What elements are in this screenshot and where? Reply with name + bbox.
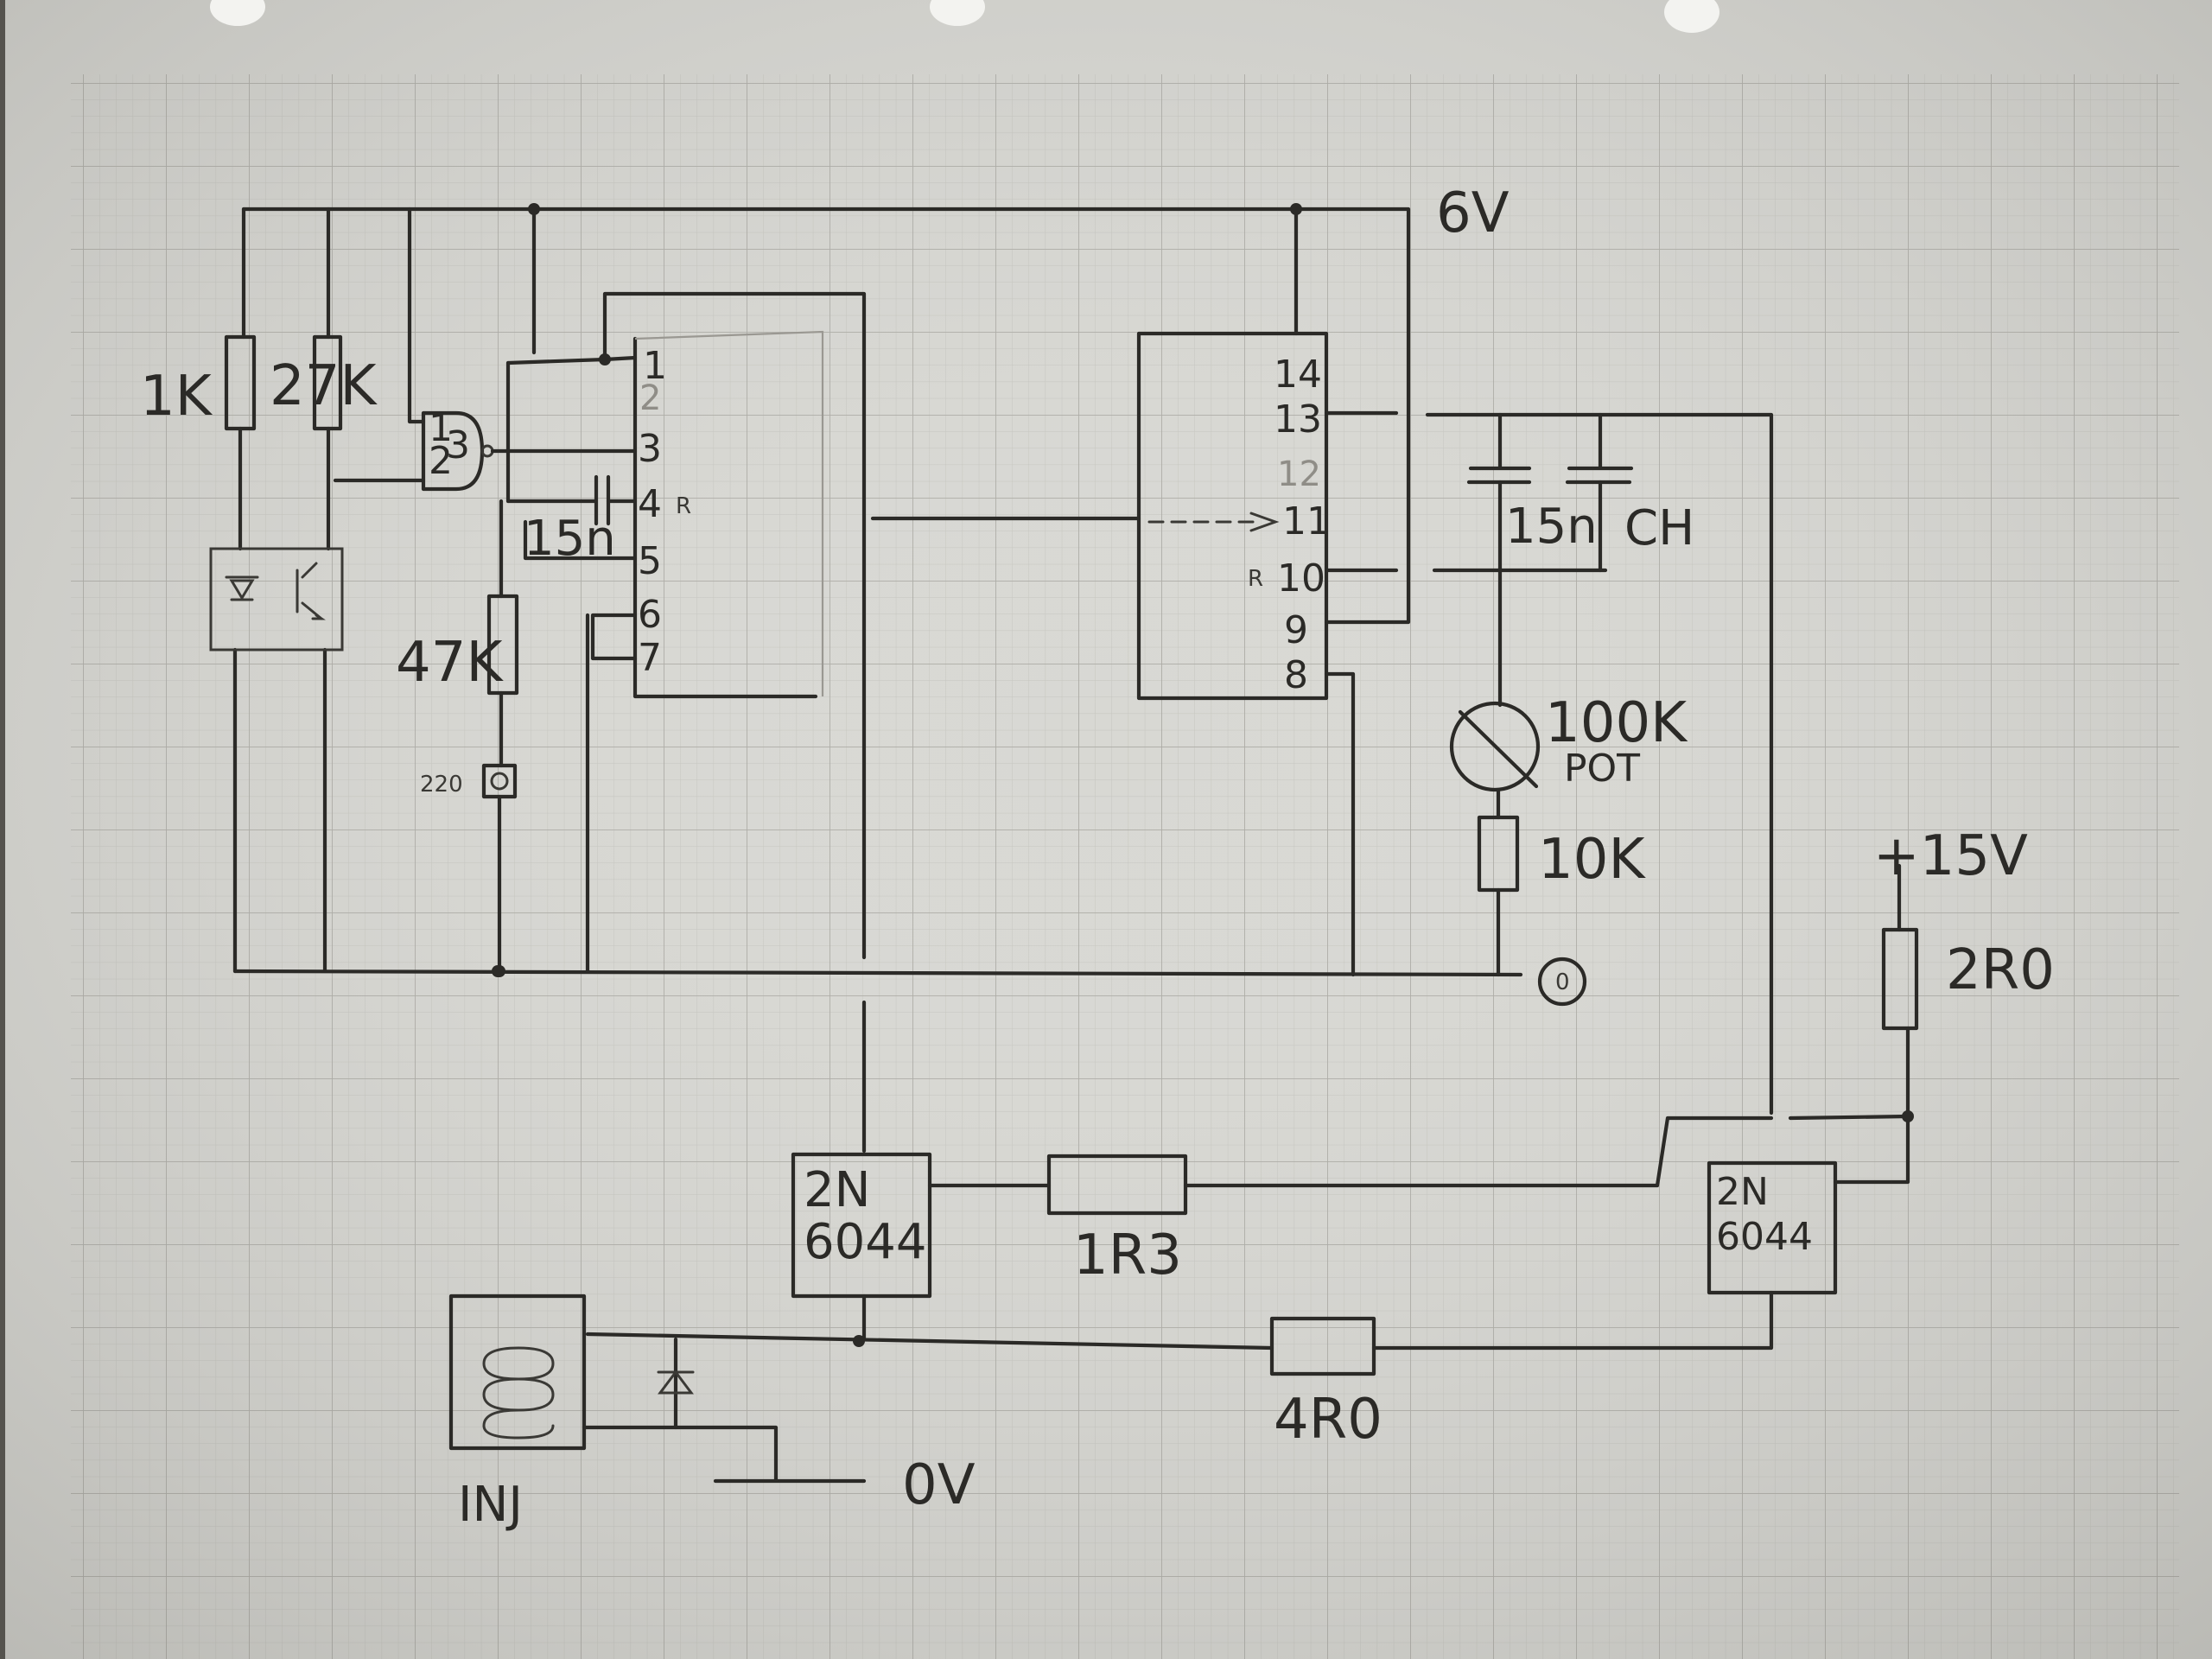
- ic2-pin-13: 13: [1274, 397, 1322, 442]
- optocoupler: [209, 547, 344, 652]
- ic1-pin-3: 3: [638, 427, 662, 471]
- transistor-left-line2: 6044: [804, 1214, 927, 1270]
- binder-hole: [930, 0, 985, 26]
- ground-rail: [232, 969, 1523, 977]
- potentiometer: [1449, 701, 1541, 792]
- resistor-4r0-label: 4R0: [1274, 1388, 1382, 1452]
- pot-value-label: 100K: [1545, 691, 1688, 755]
- gate-pin-1: 1: [429, 406, 453, 450]
- ic2-pin-9: 9: [1284, 608, 1308, 652]
- ic1-pin-4: 4: [638, 482, 662, 526]
- binder-hole: [1664, 0, 1719, 33]
- opto-diode-icon: [225, 575, 259, 601]
- resistor-27k-label: 27K: [270, 354, 378, 418]
- ic2-pin-11: 11: [1282, 499, 1331, 543]
- capacitor-ch-label: CH: [1624, 500, 1694, 556]
- ic2-pin-14: 14: [1274, 353, 1322, 397]
- resistor-1r3-label: 1R3: [1073, 1224, 1182, 1287]
- injector-coil-icon: [482, 1346, 555, 1440]
- ic1-pin-6: 6: [638, 593, 662, 637]
- transistor-left-line1: 2N: [804, 1162, 871, 1218]
- ic2-pin-10: 10: [1277, 556, 1325, 601]
- ic1-pin-4-mark: R: [676, 493, 691, 519]
- transistor-right-line2: 6044: [1716, 1215, 1813, 1259]
- supply-rail-6v: [241, 207, 1411, 625]
- ic2-pin-8: 8: [1284, 653, 1308, 697]
- ic2-pin-10-mark: R: [1248, 566, 1263, 592]
- ic2-pin-12: 12: [1277, 454, 1321, 494]
- resistor-2r0: [1881, 927, 1919, 1031]
- resistor-220-label: 220: [420, 772, 463, 798]
- opto-transistor-icon: [296, 562, 326, 620]
- resistor-10k-label: 10K: [1538, 828, 1646, 892]
- injector-label: INJ: [458, 1477, 523, 1533]
- flyback-diode-icon: [657, 1370, 695, 1395]
- resistor-2r0-label: 2R0: [1946, 938, 2055, 1002]
- supply-label-15v: +15V: [1873, 824, 2028, 888]
- gate-pin-3: 3: [446, 423, 470, 467]
- capacitor-15n-label: 15n: [1505, 499, 1598, 555]
- gate-pin-2: 2: [429, 439, 453, 483]
- transistor-right-line1: 2N: [1716, 1170, 1769, 1214]
- ground2-label: 0V: [902, 1453, 976, 1517]
- ic1-pin-5: 5: [638, 539, 662, 583]
- resistor-47k-label: 47K: [396, 631, 504, 695]
- ic1-pin-7: 7: [638, 636, 662, 680]
- transistor-left: [791, 1152, 932, 1299]
- binder-hole: [210, 0, 265, 26]
- ic1-pin-2: 2: [639, 378, 661, 418]
- supply-label-6v: 6V: [1436, 181, 1510, 245]
- ic1-body: [632, 336, 818, 699]
- injector: [448, 1294, 587, 1451]
- schematic: 6V 0 1K 27K 1 2 3: [140, 181, 2055, 1533]
- pot-label: POT: [1564, 747, 1640, 791]
- resistor-1k-label: 1K: [140, 365, 213, 429]
- ic1-pin-1: 1: [643, 344, 667, 388]
- ground-label: 0: [1555, 969, 1570, 995]
